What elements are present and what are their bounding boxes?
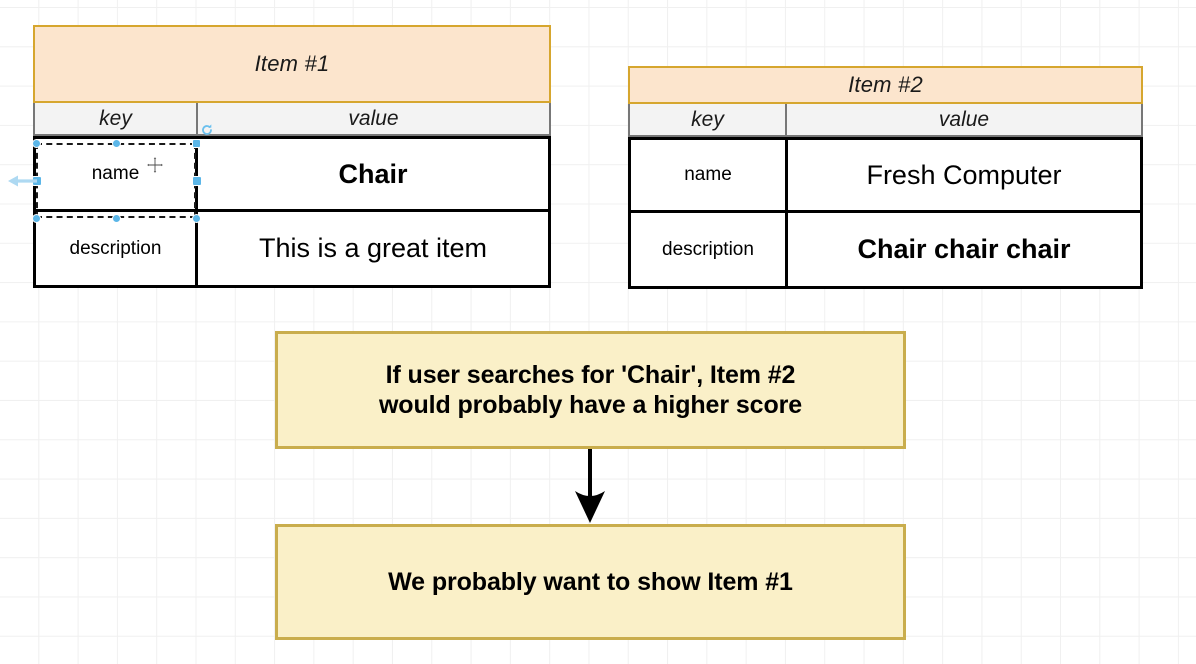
item-1-title: Item #1 xyxy=(33,25,551,103)
selection-handle-top-center[interactable] xyxy=(111,138,121,148)
note-1-line-2: would probably have a higher score xyxy=(378,391,803,419)
item-2-row-description[interactable]: description Chair chair chair xyxy=(628,213,1143,289)
note-box-1[interactable]: If user searches for 'Chair', Item #2 wo… xyxy=(275,331,906,449)
note-1-text: If user searches for 'Chair', Item #2 wo… xyxy=(379,360,802,421)
item-1-key-name[interactable]: name xyxy=(36,139,198,209)
item-2-value-description[interactable]: Chair chair chair xyxy=(857,234,1071,264)
item-2-header-value: value xyxy=(938,107,990,131)
item-2-key-description[interactable]: description xyxy=(631,213,788,286)
item-2-row-name[interactable]: name Fresh Computer xyxy=(628,137,1143,213)
item-1-value-name[interactable]: Chair xyxy=(338,158,408,189)
item-2-title: Item #2 xyxy=(628,66,1143,104)
note-2-line-1: We probably want to show Item #1 xyxy=(388,567,793,596)
item-1-value-description[interactable]: This is a great item xyxy=(258,233,488,263)
item-1-row-name[interactable]: name Chair xyxy=(33,136,551,212)
item-1-row-description[interactable]: description This is a great item xyxy=(33,212,551,288)
item-1-header-key: key xyxy=(35,103,198,134)
item-2-key-name[interactable]: name xyxy=(631,140,788,210)
item-2-value-name[interactable]: Fresh Computer xyxy=(866,159,1062,190)
selection-handle-middle-left[interactable] xyxy=(31,176,42,186)
selection-handle-top-right[interactable] xyxy=(191,138,201,148)
item-1-column-headers: key value xyxy=(33,103,551,136)
selection-handle-middle-right[interactable] xyxy=(191,176,202,186)
selection-handle-bottom-center[interactable] xyxy=(111,213,121,223)
item-2-column-headers: key value xyxy=(628,104,1143,137)
item-2-header-key: key xyxy=(630,104,787,135)
selection-handle-bottom-right[interactable] xyxy=(191,213,201,223)
note-1-line-1: If user searches for 'Chair', Item #2 xyxy=(385,360,796,389)
selection-handle-top-left[interactable] xyxy=(31,138,41,148)
selection-handle-bottom-left[interactable] xyxy=(31,213,41,223)
note-box-2[interactable]: We probably want to show Item #1 xyxy=(275,524,906,640)
item-table-1[interactable]: Item #1 key value name Chair description… xyxy=(33,25,551,288)
item-1-header-value: value xyxy=(348,106,399,130)
item-1-key-description[interactable]: description xyxy=(36,212,198,285)
item-table-2[interactable]: Item #2 key value name Fresh Computer de… xyxy=(628,66,1143,289)
